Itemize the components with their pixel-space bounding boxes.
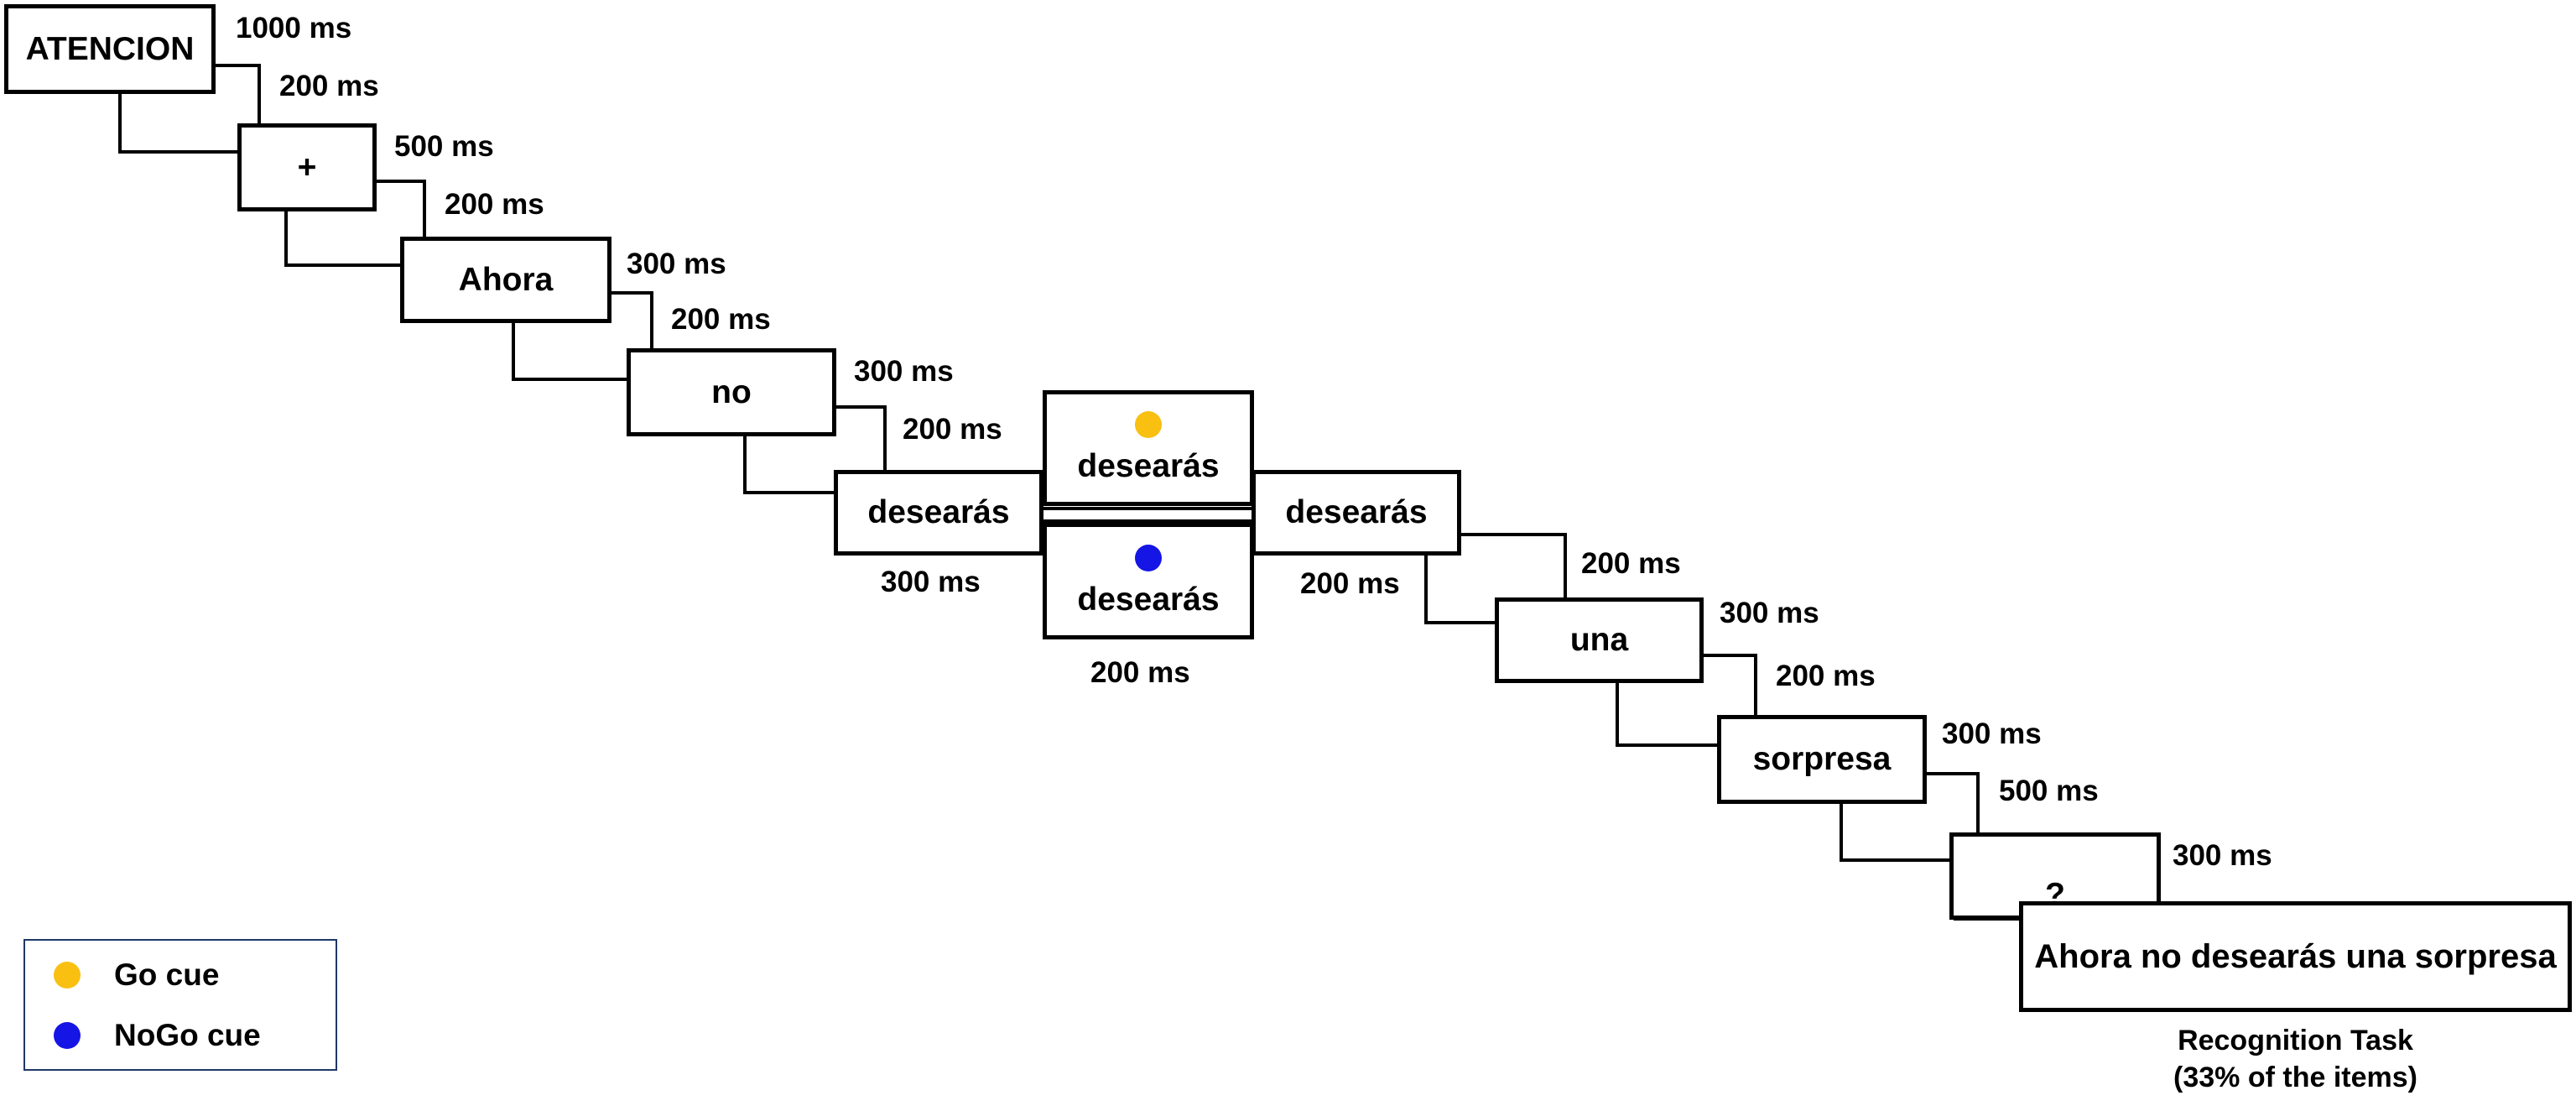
- box-sorpresa: sorpresa: [1717, 715, 1927, 804]
- box-sorpresa-text: sorpresa: [1752, 741, 1892, 777]
- legend: Go cue NoGo cue: [23, 939, 337, 1071]
- timing-label: 300 ms: [2173, 839, 2272, 872]
- nogo-cue-dot-icon: [54, 1022, 81, 1049]
- timing-label: 200 ms: [1581, 547, 1681, 580]
- timing-label: 300 ms: [1720, 597, 1819, 629]
- box-recognition-sentence: Ahora no desearás una sorpresa: [2019, 901, 2572, 1012]
- box-ahora-text: Ahora: [458, 261, 554, 298]
- connector-no-step: [836, 405, 887, 470]
- go-cue-dot-icon: [1135, 411, 1162, 438]
- connector-sorpresa-step: [1925, 772, 1980, 832]
- box-go-cue-text: desearás: [1077, 448, 1220, 484]
- box-go-cue: desearás: [1043, 390, 1254, 506]
- box-no: no: [627, 348, 836, 436]
- timing-label: 200 ms: [1776, 660, 1876, 692]
- connector-atencion-fixation: [118, 94, 239, 154]
- timing-label: 200 ms: [671, 303, 771, 336]
- timing-label: 200 ms: [1300, 567, 1400, 600]
- timing-label: 300 ms: [854, 355, 954, 388]
- box-atencion-text: ATENCION: [25, 30, 195, 67]
- timing-label: 300 ms: [627, 248, 726, 280]
- connector-ahora-no: [512, 323, 629, 381]
- legend-nogo-label: NoGo cue: [114, 1018, 261, 1052]
- connector-ahora-step: [611, 291, 653, 348]
- timing-label: 200 ms: [445, 188, 544, 221]
- timing-label: 500 ms: [1999, 775, 2099, 807]
- recognition-sentence-text: Ahora no desearás una sorpresa: [2034, 937, 2557, 975]
- fixation-cross-text: +: [297, 149, 317, 185]
- connector-fixation-ahora: [284, 211, 403, 267]
- connector-no-desearas: [743, 436, 835, 494]
- timing-label: 200 ms: [1090, 656, 1190, 689]
- box-una: una: [1495, 597, 1704, 683]
- box-desearas-2-text: desearás: [1285, 494, 1428, 530]
- box-nogo-cue-text: desearás: [1077, 581, 1220, 618]
- legend-item-go: Go cue: [54, 957, 219, 993]
- connector-fixation-step: [377, 180, 426, 237]
- legend-go-label: Go cue: [114, 957, 220, 992]
- box-no-text: no: [711, 373, 752, 410]
- nogo-cue-dot-icon: [1135, 544, 1162, 571]
- connector-sorpresa-question: [1840, 804, 1952, 862]
- recognition-caption-line2: (33% of the items): [2173, 1062, 2417, 1093]
- timing-label: 1000 ms: [236, 12, 352, 44]
- box-una-text: una: [1569, 622, 1629, 658]
- connector-una-sorpresa: [1616, 683, 1720, 747]
- box-desearas-1: desearás: [834, 470, 1043, 556]
- legend-item-nogo: NoGo cue: [54, 1018, 261, 1053]
- box-ahora: Ahora: [400, 237, 611, 323]
- box-desearas-1-text: desearás: [867, 494, 1010, 530]
- box-fixation-cross: +: [237, 123, 377, 211]
- connector-desearas2-una: [1424, 556, 1497, 624]
- timing-label: 200 ms: [279, 70, 379, 102]
- recognition-caption: Recognition Task (33% of the items): [2019, 1022, 2572, 1096]
- timing-label: 200 ms: [903, 413, 1002, 446]
- box-atencion: ATENCION: [4, 4, 216, 94]
- box-desearas-2: desearás: [1252, 470, 1461, 556]
- connector-desearas2-step: [1460, 533, 1567, 597]
- timing-label: 500 ms: [394, 130, 494, 163]
- recognition-caption-line1: Recognition Task: [2178, 1025, 2413, 1056]
- connector-atencion-step: [216, 64, 261, 123]
- connector-una-step: [1701, 654, 1757, 715]
- box-nogo-cue: desearás: [1043, 523, 1254, 639]
- timing-label: 300 ms: [1942, 717, 2042, 750]
- go-cue-dot-icon: [54, 962, 81, 989]
- timing-label: 300 ms: [881, 566, 981, 598]
